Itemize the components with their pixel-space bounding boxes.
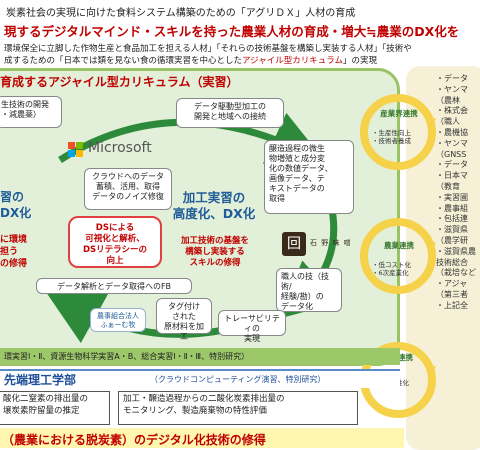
right-column-item: ・上記全 bbox=[436, 300, 468, 310]
right-column-item: （農学研 bbox=[436, 235, 468, 245]
ring-agri-item1: ・低コスト化 bbox=[372, 261, 411, 269]
subtitle-part-c: 」の実現 bbox=[343, 56, 378, 66]
right-column bbox=[406, 66, 480, 450]
label-processing-skill: 加工技術の基盤を 構築し実装する スキルの修得 bbox=[180, 236, 249, 269]
right-column-item: ・日本マ bbox=[436, 171, 468, 181]
header-line1: 炭素社会の実現に向けた食料システム構築のための「アグリＤＸ」人材の育成 bbox=[6, 8, 356, 19]
coop-logo: 農事組合法人 ふぁーむ牧 bbox=[90, 308, 146, 332]
right-column-item: ・株式会 bbox=[436, 106, 468, 116]
course-bar-text: 環実習Ⅰ・Ⅱ、資源生物科学実習A・B、総合実習Ⅰ・Ⅱ・Ⅲ、特別研究） bbox=[4, 352, 250, 361]
box-brewing-data: 醸造過程の微生 物増殖と成分変 化の数値データ、 画像データ、テ キストデータの… bbox=[264, 140, 354, 214]
course-bar bbox=[0, 348, 400, 365]
label-left-dx: 習の DX化 bbox=[0, 190, 32, 220]
box-craftsman: 職人の技（技術/ 経験/勘）の データ化 bbox=[276, 268, 342, 312]
right-column-item: 技術総合 bbox=[436, 257, 468, 267]
right-column-item: ・データ bbox=[436, 160, 468, 170]
box-top-center: データ駆動型加工の 開発と地域への接続 bbox=[176, 98, 284, 128]
box-top-left: 生技術の開発 ・減農薬） bbox=[0, 96, 62, 128]
box-ds-visualization: DSによる 可視化と解析、 DSリテラシーの 向上 bbox=[68, 216, 162, 268]
right-column-item: （GNSS bbox=[436, 149, 467, 159]
ring-industry: 産業界連携 ・生産性向上 ・技術者養成 bbox=[372, 108, 426, 146]
right-column-item: （農林 bbox=[436, 95, 460, 105]
ring-agri-svg bbox=[360, 218, 436, 294]
right-column-item: ・実習圃 bbox=[436, 192, 468, 202]
ring-industry-item2: ・技術者養成 bbox=[372, 137, 411, 146]
bottom-banner bbox=[0, 428, 404, 448]
right-column-list: ・データ・ヤンマ（農林・株式会（職人・農機協・ヤンマ（GNSS・データ・日本マ（… bbox=[436, 74, 480, 312]
right-column-item: ・アジャ bbox=[436, 279, 468, 289]
brewery-name: 石 野 味 噌 bbox=[310, 239, 352, 247]
right-column-item: ・包括連 bbox=[436, 214, 468, 224]
right-column-item: （教育 bbox=[436, 181, 460, 191]
ring-industry-svg bbox=[360, 94, 436, 170]
brewery-logo: 回 石 野 味 噌 bbox=[282, 232, 351, 260]
engineering-title: 先端理工学部 bbox=[4, 373, 77, 387]
engineering-bar bbox=[0, 369, 400, 388]
ring-industry-item1: ・生産性向上 bbox=[372, 129, 411, 137]
subtitle-part-b: アジャイル型カリキュラム bbox=[242, 56, 343, 66]
subtitle-line1: 環境保全に立脚した作物生産と食品加工を担える人材」「それらの技術基盤を構築し実装… bbox=[4, 44, 412, 54]
bottom-banner-text: （農業における脱炭素）のデジタル化技術の修得 bbox=[2, 433, 266, 447]
brewery-mark-icon: 回 bbox=[282, 232, 306, 256]
right-column-item: ・データ bbox=[436, 74, 468, 83]
ring-agri-title: 農業連携 bbox=[384, 241, 414, 250]
microsoft-wordmark: Microsoft bbox=[88, 140, 152, 156]
box-cloud: クラウドへのデータ 蓄積、活用、取得 データのノイズ修復 bbox=[84, 168, 172, 210]
right-column-item: （職人 bbox=[436, 117, 460, 127]
right-column-item: ・滋賀県農 bbox=[436, 246, 476, 256]
ring-agri-item2: ・6次産業化 bbox=[372, 269, 409, 278]
right-column-item: ・滋賀県 bbox=[436, 225, 468, 235]
box-traceability: トレーサビリティの 実現 bbox=[218, 310, 286, 343]
box-tag-processing: タグ付け された 原材料を加工 bbox=[156, 298, 212, 341]
microsoft-windows-icon bbox=[68, 142, 83, 157]
box-co2-monitoring: 加工・醸造過程からの二酸化炭素排出量の モニタリング、製造廃棄物の特性評価 bbox=[118, 391, 358, 425]
label-processing-dx: 加工実習の 高度化、DX化 bbox=[172, 190, 256, 222]
header bbox=[0, 0, 480, 28]
right-column-item: （栽培など bbox=[436, 268, 476, 278]
main-title: 現するデジタルマインド・スキルを持った農業人材の育成・増大≒農業のDX化を bbox=[4, 24, 460, 39]
subtitle-line2: 成するための「日本では類を見ない食の循環実習を中心としたアジャイル型カリキュラム… bbox=[4, 54, 377, 66]
right-column-item: ・農機協 bbox=[436, 127, 468, 137]
right-column-item: ・ヤンマ bbox=[436, 138, 468, 148]
right-column-item: （第三者 bbox=[436, 289, 468, 299]
label-left-skill: に環境 担う の修得 bbox=[0, 235, 28, 270]
engineering-subtitle: （クラウドコンピューティング演習、特別研究） bbox=[150, 375, 326, 384]
cycle-arrow-top bbox=[58, 112, 326, 164]
ring-agri: 農業連携 ・低コスト化 ・6次産業化 bbox=[372, 240, 426, 278]
box-feedback: データ解析とデータ取得へのFB bbox=[36, 278, 192, 294]
subtitle-part-a: 成するための「日本では類を見ない食の循環実習を中心とした bbox=[4, 56, 243, 66]
curriculum-panel-title: 育成するアジャイル型カリキュラム（実習） bbox=[0, 75, 239, 89]
microsoft-logo: Microsoft bbox=[68, 140, 176, 160]
box-n2o-emission: 酸化二窒素の排出量の 壌炭素貯留量の推定 bbox=[0, 391, 110, 425]
right-column-item: ・農事組 bbox=[436, 203, 468, 213]
ring-industry-title: 産業界連携 bbox=[380, 109, 418, 118]
right-column-item: ・ヤンマ bbox=[436, 84, 468, 94]
